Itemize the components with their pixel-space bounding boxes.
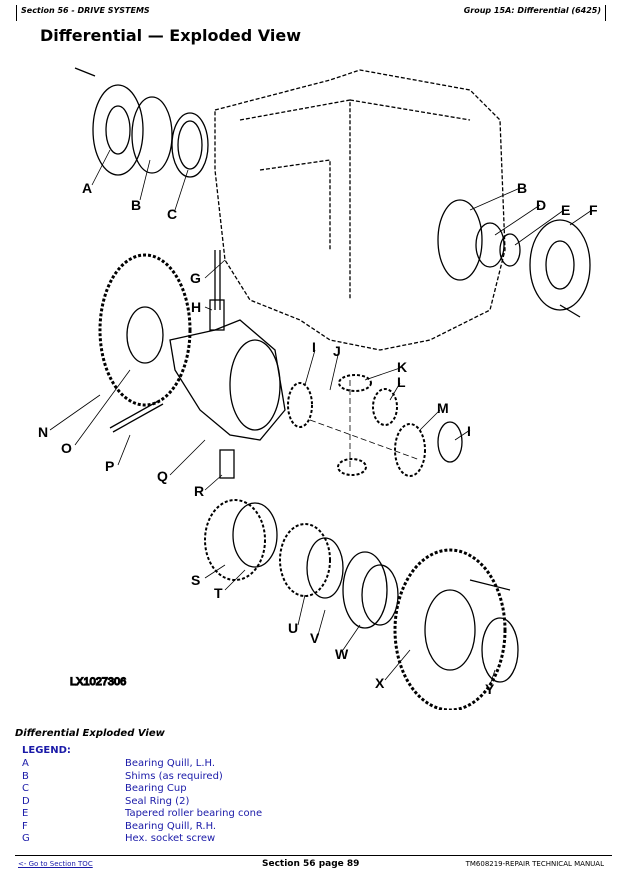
callout-t: T (214, 585, 223, 601)
callout-d: D (536, 197, 546, 213)
callout-q: Q (157, 468, 168, 484)
legend-item: C Bearing Cup (22, 783, 187, 794)
legend-description: Bearing Cup (125, 783, 187, 794)
legend-description: Bearing Quill, L.H. (125, 758, 216, 769)
callout-b: B (131, 197, 141, 213)
legend-description: Tapered roller bearing cone (125, 808, 263, 819)
bearing-quill-lh (92, 84, 144, 176)
callout-f: F (589, 202, 598, 218)
figure-caption: Differential Exploded View (15, 728, 165, 739)
callout-k: K (397, 359, 407, 375)
callout-i: I (467, 423, 471, 439)
callout-x: X (375, 675, 385, 691)
callout-v: V (310, 630, 320, 646)
callout-h: H (191, 299, 201, 315)
ring-gear (98, 253, 192, 407)
callout-o: O (61, 440, 72, 456)
callout-u: U (288, 620, 298, 636)
callout-g: G (190, 270, 201, 286)
callout-r: R (194, 483, 204, 499)
legend-key: B (22, 770, 29, 782)
shims (131, 96, 173, 174)
legend-key: G (22, 833, 30, 844)
legend-description: Hex. socket screw (125, 833, 216, 844)
callout-m: M (437, 400, 449, 416)
legend-item: D Seal Ring (2) (22, 796, 189, 807)
callout-e: E (561, 202, 570, 218)
legend-item: F Bearing Quill, R.H. (22, 821, 216, 832)
legend-key: A (22, 758, 29, 769)
differential-case (169, 319, 286, 441)
callout-l: L (397, 374, 406, 390)
legend-key: D (22, 795, 30, 807)
footer-divider (15, 855, 612, 856)
legend-description: Seal Ring (2) (125, 795, 190, 807)
bearing-quill-rh (529, 219, 591, 311)
callout-w: W (335, 646, 349, 662)
legend-item: G Hex. socket screw (22, 833, 215, 844)
legend-key: C (22, 783, 29, 794)
legend-title: LEGEND: (22, 745, 71, 756)
callout-p: P (105, 458, 114, 474)
transmission-housing (214, 69, 506, 351)
page-title: Differential — Exploded View (40, 26, 301, 45)
callout-a: A (82, 180, 92, 196)
legend-key: E (22, 808, 29, 819)
figure-id: LX1027306 (70, 676, 126, 688)
callout-j: J (333, 343, 341, 359)
legend-item: A Bearing Quill, L.H. (22, 758, 215, 769)
section-header: Section 56 - DRIVE SYSTEMS (16, 5, 150, 21)
callout-c: C (167, 206, 177, 222)
go-to-section-toc-link[interactable]: <- Go to Section TOC (18, 860, 93, 868)
group-header: Group 15A: Differential (6425) (464, 5, 606, 21)
manual-name: TM608219-REPAIR TECHNICAL MANUAL (465, 860, 604, 868)
bearing-cup (171, 112, 209, 178)
callout-y: Y (485, 681, 495, 697)
legend-item: E Tapered roller bearing cone (22, 808, 262, 819)
callout-i: I (312, 339, 316, 355)
callout-s: S (191, 572, 200, 588)
right-case (393, 548, 507, 710)
legend-description: Bearing Quill, R.H. (125, 820, 217, 832)
legend-key: F (22, 820, 28, 832)
legend-item: B Shims (as required) (22, 771, 223, 782)
callout-n: N (38, 424, 48, 440)
callout-b: B (517, 180, 527, 196)
page-number: Section 56 page 89 (262, 859, 360, 869)
legend-description: Shims (as required) (125, 770, 223, 782)
